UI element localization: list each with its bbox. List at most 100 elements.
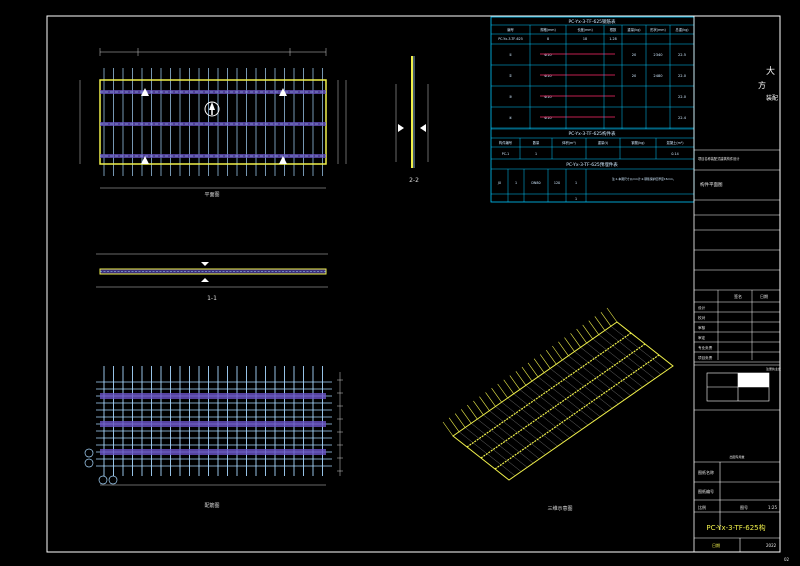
- iso-rebar-line: [503, 379, 514, 394]
- signature-role: 专业负责: [698, 345, 713, 350]
- iso-rebar-line: [467, 404, 478, 420]
- plan-markers: [141, 88, 287, 164]
- schedule-title-1: PC-Yx-3-TF-625钢筋表: [568, 18, 616, 25]
- lift-point-marker: [201, 262, 209, 266]
- iso-rebar-line: [533, 358, 545, 373]
- iso-rebar-line: [448, 417, 460, 432]
- iso-rebar-line: [477, 418, 534, 464]
- table-header-cell: 钢筋(kg): [631, 140, 644, 145]
- seal-label: 出图专用章: [729, 454, 744, 459]
- signature-role: 审核: [698, 325, 706, 330]
- rebar-callout-icon: [108, 475, 118, 485]
- signature-role: 校对: [698, 315, 706, 320]
- table-header-cell: 构件编号: [499, 140, 513, 145]
- table-cell: 2340: [653, 53, 663, 57]
- table-header-cell: 编号: [507, 27, 514, 32]
- iso-rebar-line: [556, 364, 613, 409]
- rebar-view-label: 配筋图: [204, 502, 219, 509]
- section-1-1-label: 1-1: [207, 295, 217, 302]
- table-cell: Φ10: [544, 95, 552, 99]
- iso-rebar-line: [460, 409, 472, 424]
- sign-header-2: 日期: [760, 293, 768, 299]
- field-drawing-name: 图纸名称: [698, 469, 714, 475]
- field-drawing-number: 图纸编号: [698, 488, 714, 494]
- iso-rebar-line: [570, 333, 581, 348]
- iso-rebar-line: [594, 316, 606, 331]
- rebar-band: [100, 421, 326, 427]
- iso-rebar-line: [527, 362, 539, 378]
- title-block: 大 方 装配 项目名称装配式建筑构件设计 构件平面图 设计校对审核审定专业负责项…: [693, 16, 790, 562]
- scale-value: 1:25: [768, 505, 777, 510]
- rebar-callout-icon: [84, 458, 94, 468]
- iso-rebar-line: [592, 338, 649, 384]
- iso-rebar-line: [501, 402, 558, 447]
- table-header-cell: 规格(mm): [540, 27, 556, 32]
- sheet-label: 图号: [740, 504, 748, 510]
- iso-panel-outline: [452, 321, 674, 481]
- table-cell: Φ10: [544, 74, 552, 78]
- stamp-note: 注册执业章: [766, 366, 781, 371]
- section-2-2-label: 2-2: [409, 177, 419, 184]
- table-cell: 2480: [653, 74, 663, 78]
- table-cell: PC-1: [502, 152, 510, 156]
- section-2-2: 2-2: [395, 56, 429, 184]
- iso-view-label: 三维示意图: [547, 505, 572, 512]
- rebar-band: [100, 393, 326, 399]
- table-header-cell: 根数: [610, 27, 617, 32]
- schedule-title-3: PC-Yx-3-TF-625预埋件表: [566, 161, 618, 168]
- schedule-note: 注:1.本图尺寸以mm计;2.钢筋保护层厚度15mm。: [612, 177, 676, 181]
- rebar-horizontal-bars: [96, 381, 332, 467]
- section-1-1: 1-1: [96, 253, 328, 302]
- iso-rebar-line: [497, 383, 508, 399]
- signature-role: 审定: [698, 335, 706, 340]
- table-cell: 1: [575, 181, 577, 185]
- iso-rebar-line: [521, 366, 533, 382]
- iso-rebar-line: [600, 312, 612, 327]
- table-cell: 22.0: [678, 95, 687, 99]
- table-cell: ③: [509, 95, 512, 99]
- iso-rebar-line: [552, 345, 563, 361]
- plan-view: 平面图: [79, 48, 347, 198]
- plan-dimension-top: [99, 48, 327, 189]
- signature-role: 设计: [698, 305, 706, 310]
- table-cell: 22.0: [678, 74, 687, 78]
- iso-rebar-line: [539, 354, 551, 369]
- company-name-top: 大: [766, 65, 775, 77]
- plan-dimension-side: [79, 80, 347, 164]
- table-header-cell: 混凝土(m³): [667, 140, 684, 145]
- table-header-cell: 重量(t): [598, 140, 608, 145]
- drawing-number: PC-Yx-3-TF-625构: [706, 523, 765, 532]
- table-cell: ②: [509, 74, 512, 78]
- lift-point-marker: [279, 88, 287, 96]
- table-cell: ①: [509, 53, 512, 57]
- schedule-tables: PC-Yx-3-TF-625钢筋表 编号规格(mm)长度(mm)根数重量(kg)…: [490, 16, 695, 203]
- signature-role: 项目负责: [698, 355, 713, 360]
- table-cell: 0.14: [671, 152, 678, 156]
- lift-point-marker: [398, 124, 404, 132]
- rebar-side-dimensions: [337, 372, 343, 476]
- table-cell: ④: [509, 116, 512, 120]
- iso-rebar-line: [485, 392, 496, 407]
- iso-rebar-line: [544, 372, 601, 417]
- table-cell: 18: [583, 37, 587, 41]
- lift-point-marker: [279, 156, 287, 164]
- iso-rebar-line: [515, 371, 527, 386]
- lift-point-marker: [201, 278, 209, 282]
- plan-view-label: 平面图: [204, 192, 219, 198]
- iso-rebar-line: [454, 413, 466, 428]
- rebar-callout-icon: [98, 475, 108, 485]
- table-header-cell: 重量(kg): [627, 27, 640, 32]
- lift-point-marker: [141, 88, 149, 96]
- iso-rebar-line: [479, 396, 490, 411]
- iso-rebar-line: [558, 341, 569, 356]
- company-name-suffix: 装配: [766, 94, 778, 102]
- table-cell: 1: [575, 197, 577, 201]
- sign-header-1: 签名: [734, 293, 742, 299]
- schedule-title-2: PC-Yx-3-TF-625构件表: [568, 130, 616, 137]
- iso-rebar-line: [546, 350, 557, 365]
- page-number: 02: [784, 557, 790, 562]
